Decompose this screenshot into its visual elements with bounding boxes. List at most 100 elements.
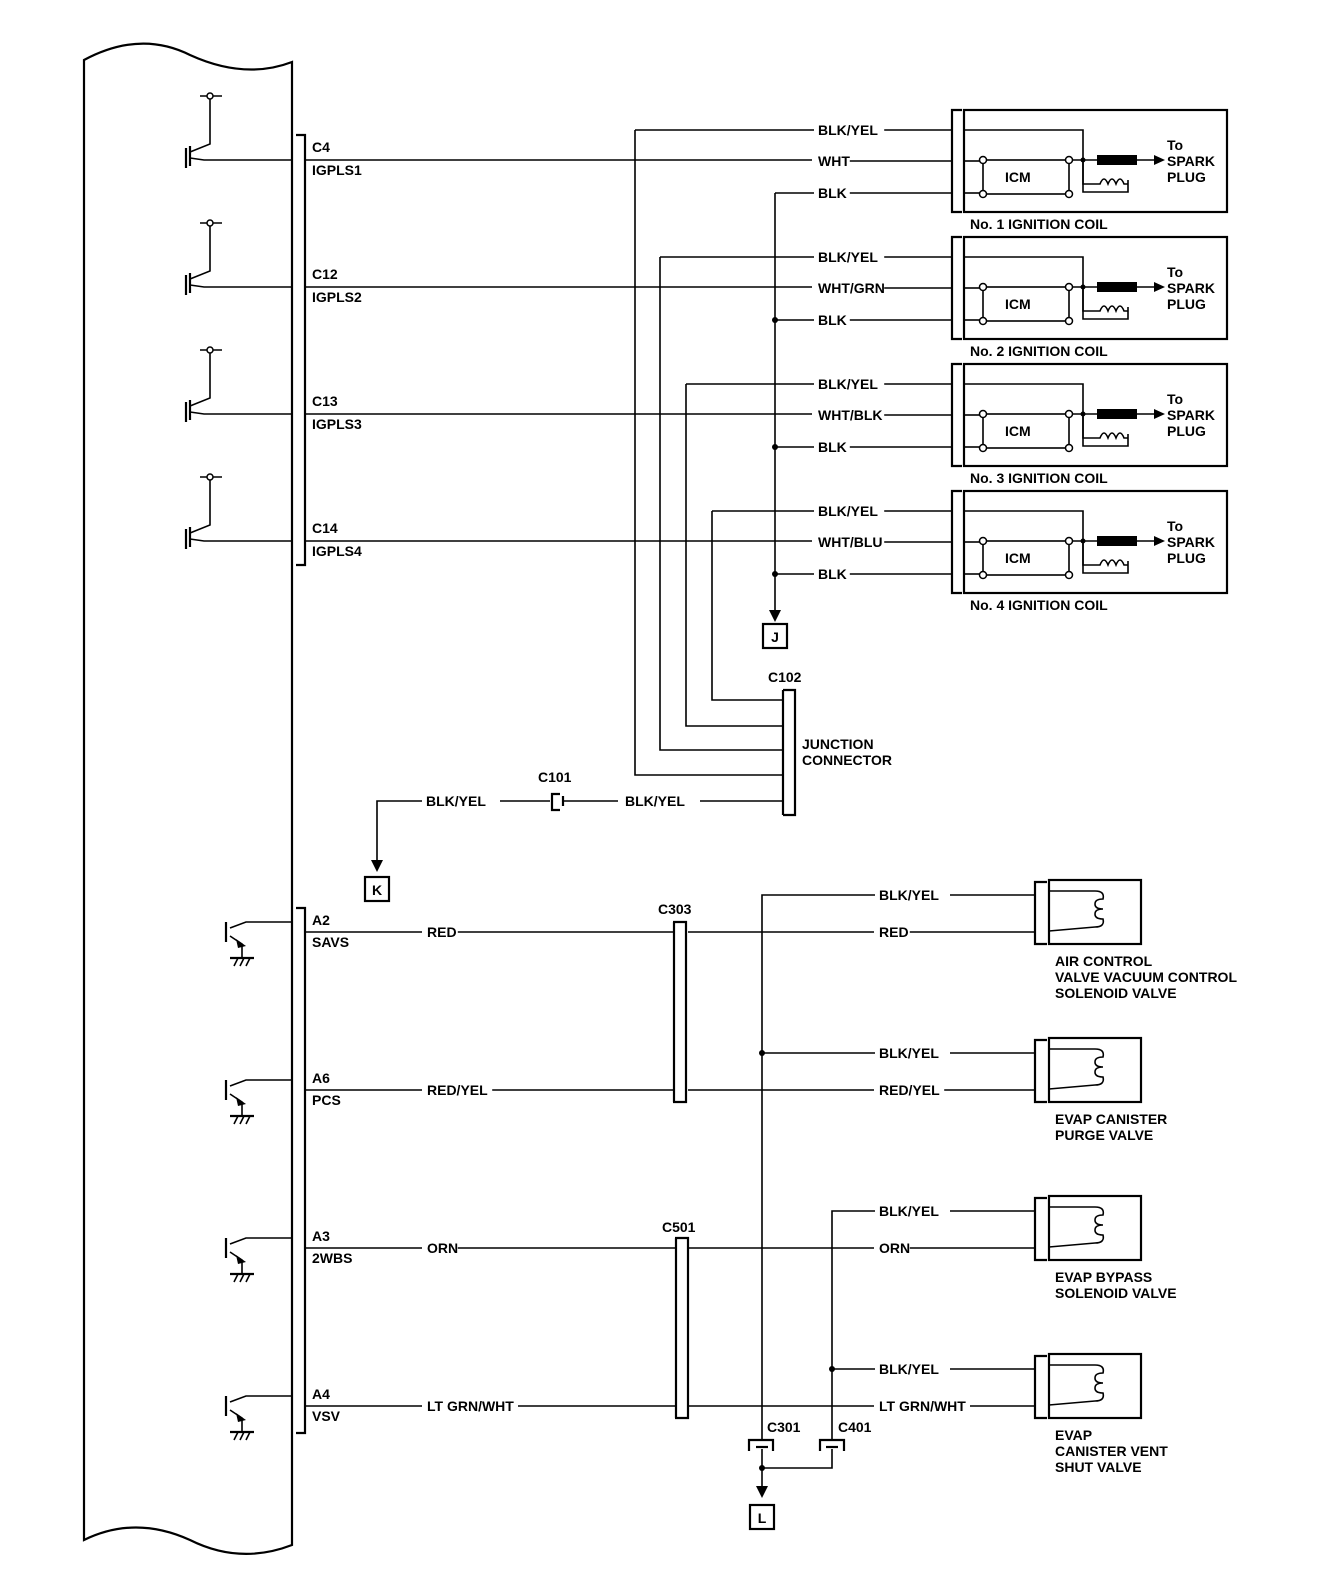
transistor-ground-icon xyxy=(224,921,292,967)
spark-plug-label: SPARK xyxy=(1167,280,1215,296)
power-wire-label: BLK/YEL xyxy=(879,1045,939,1061)
transistor-icon xyxy=(184,219,292,295)
c401-label: C401 xyxy=(838,1419,872,1435)
icm-box xyxy=(982,540,1070,576)
coil-name-label: No. 2 IGNITION COIL xyxy=(970,343,1108,359)
resistor-icon xyxy=(1097,409,1137,419)
solenoid-power-bus xyxy=(759,894,875,1440)
splice-dot xyxy=(772,444,778,450)
ref-l-label: L xyxy=(758,1510,767,1526)
blkyel-bus xyxy=(634,130,783,776)
coil-winding-icon xyxy=(1082,414,1128,441)
arrow-down-icon xyxy=(769,610,781,622)
transistor-ground-icon xyxy=(224,1237,292,1283)
ecm-signal-label: IGPLS3 xyxy=(312,416,362,432)
coil-winding-icon xyxy=(1082,541,1128,568)
spark-plug-label: To xyxy=(1167,264,1183,280)
solenoid-coil-icon xyxy=(1048,890,1105,932)
ref-box-k xyxy=(363,875,391,903)
solenoid-name-label: EVAP CANISTER xyxy=(1055,1111,1167,1127)
ecm-pin-label: C13 xyxy=(312,393,338,409)
transistor-icon xyxy=(184,473,292,549)
transistor-icon xyxy=(184,92,292,168)
ecm-signal-label: 2WBS xyxy=(312,1250,352,1266)
c501-label: C501 xyxy=(662,1219,696,1235)
icm-label: ICM xyxy=(1005,550,1031,566)
resistor-icon xyxy=(1097,155,1137,165)
ecm-outline xyxy=(82,42,294,1555)
transistor-ground-icon xyxy=(224,1395,292,1441)
solenoid-valve-box xyxy=(1047,1036,1143,1104)
resistor-icon xyxy=(1097,536,1137,546)
coil-winding-icon xyxy=(1082,287,1128,314)
coil-wire-label: BLK/YEL xyxy=(818,376,878,392)
ground-bus-j: J xyxy=(761,193,789,650)
spark-plug-label: To xyxy=(1167,137,1183,153)
spark-plug-label: PLUG xyxy=(1167,550,1206,566)
coil-wire-label: WHT xyxy=(818,153,850,169)
solenoid-coil-icon xyxy=(1048,1048,1105,1090)
coil-wire-label: BLK/YEL xyxy=(818,503,878,519)
arrow-down-icon xyxy=(371,860,383,872)
solenoid-name-label: SOLENOID VALVE xyxy=(1055,1285,1177,1301)
coil-wire-label: BLK xyxy=(818,312,847,328)
ecm-signal-label: IGPLS2 xyxy=(312,289,362,305)
coil-wire-label: WHT/BLK xyxy=(818,407,883,423)
ref-box-l xyxy=(748,1503,776,1531)
signal-wire-left-label: LT GRN/WHT xyxy=(427,1398,514,1414)
spark-plug-label: PLUG xyxy=(1167,169,1206,185)
coil-name-label: No. 1 IGNITION COIL xyxy=(970,216,1108,232)
junction-label-1: JUNCTION xyxy=(802,736,874,752)
coil-name-label: No. 3 IGNITION COIL xyxy=(970,470,1108,486)
icm-label: ICM xyxy=(1005,296,1031,312)
signal-wire-left-label: RED xyxy=(427,924,457,940)
power-wire-label: BLK/YEL xyxy=(879,1361,939,1377)
coil-winding-icon xyxy=(1082,160,1128,187)
signal-wire-right-label: RED xyxy=(879,924,909,940)
ecm-signal-label: SAVS xyxy=(312,934,349,950)
c303-label: C303 xyxy=(658,901,692,917)
ref-j-label: J xyxy=(771,629,779,645)
coil-name-label: No. 4 IGNITION COIL xyxy=(970,597,1108,613)
solenoid-name-label: SHUT VALVE xyxy=(1055,1459,1142,1475)
solenoid-name-label: PURGE VALVE xyxy=(1055,1127,1153,1143)
ecm-signal-label: PCS xyxy=(312,1092,341,1108)
spark-plug-label: To xyxy=(1167,391,1183,407)
signal-wire-right-label: RED/YEL xyxy=(879,1082,940,1098)
ecm-pin-label: A4 xyxy=(312,1386,330,1402)
junction-label-2: CONNECTOR xyxy=(802,752,892,768)
coil-wire-label: WHT/GRN xyxy=(818,280,885,296)
coil-wire-label: BLK xyxy=(818,185,847,201)
spark-plug-label: SPARK xyxy=(1167,407,1215,423)
transistor-icon xyxy=(184,346,292,422)
ref-box-j xyxy=(761,622,789,650)
signal-wire-right-label: LT GRN/WHT xyxy=(879,1398,966,1414)
signal-wire-right-label: ORN xyxy=(879,1240,910,1256)
solenoid-valve-box xyxy=(1047,1352,1143,1420)
solenoid-coil-icon xyxy=(1048,1206,1105,1248)
c102-label: C102 xyxy=(768,669,802,685)
ecm-signal-label: IGPLS1 xyxy=(312,162,362,178)
spark-plug-label: SPARK xyxy=(1167,153,1215,169)
arrow-right-icon xyxy=(1154,409,1165,419)
solenoid-name-label: SOLENOID VALVE xyxy=(1055,985,1177,1001)
ecm-connector-ignition xyxy=(296,133,307,567)
signal-wire-left-label: RED/YEL xyxy=(427,1082,488,1098)
splice-dot xyxy=(772,317,778,323)
connector-c501: C501 xyxy=(662,1219,696,1420)
solenoid-valve-box xyxy=(1047,1194,1143,1262)
coil-wire-label: BLK/YEL xyxy=(818,122,878,138)
solenoid-name-label: EVAP BYPASS xyxy=(1055,1269,1152,1285)
arrow-right-icon xyxy=(1154,282,1165,292)
solenoid-name-label: EVAP xyxy=(1055,1427,1092,1443)
ecm-pin-label: C12 xyxy=(312,266,338,282)
ecm-pin-label: C4 xyxy=(312,139,330,155)
